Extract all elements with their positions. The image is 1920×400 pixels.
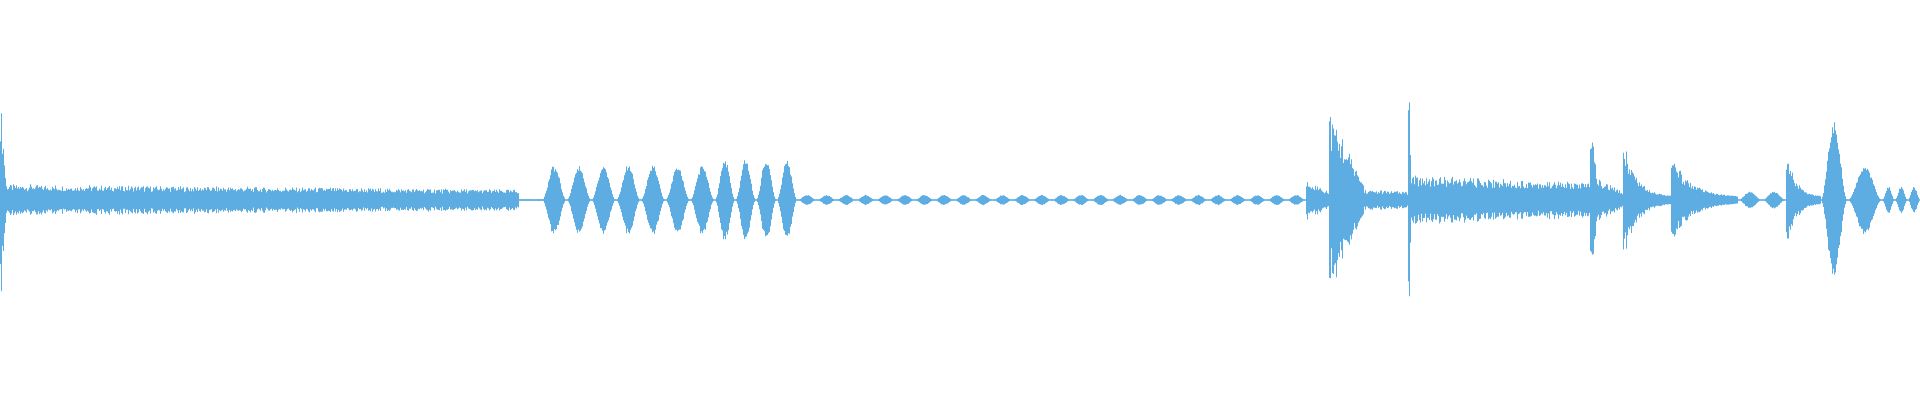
waveform-signal (0, 102, 1920, 297)
